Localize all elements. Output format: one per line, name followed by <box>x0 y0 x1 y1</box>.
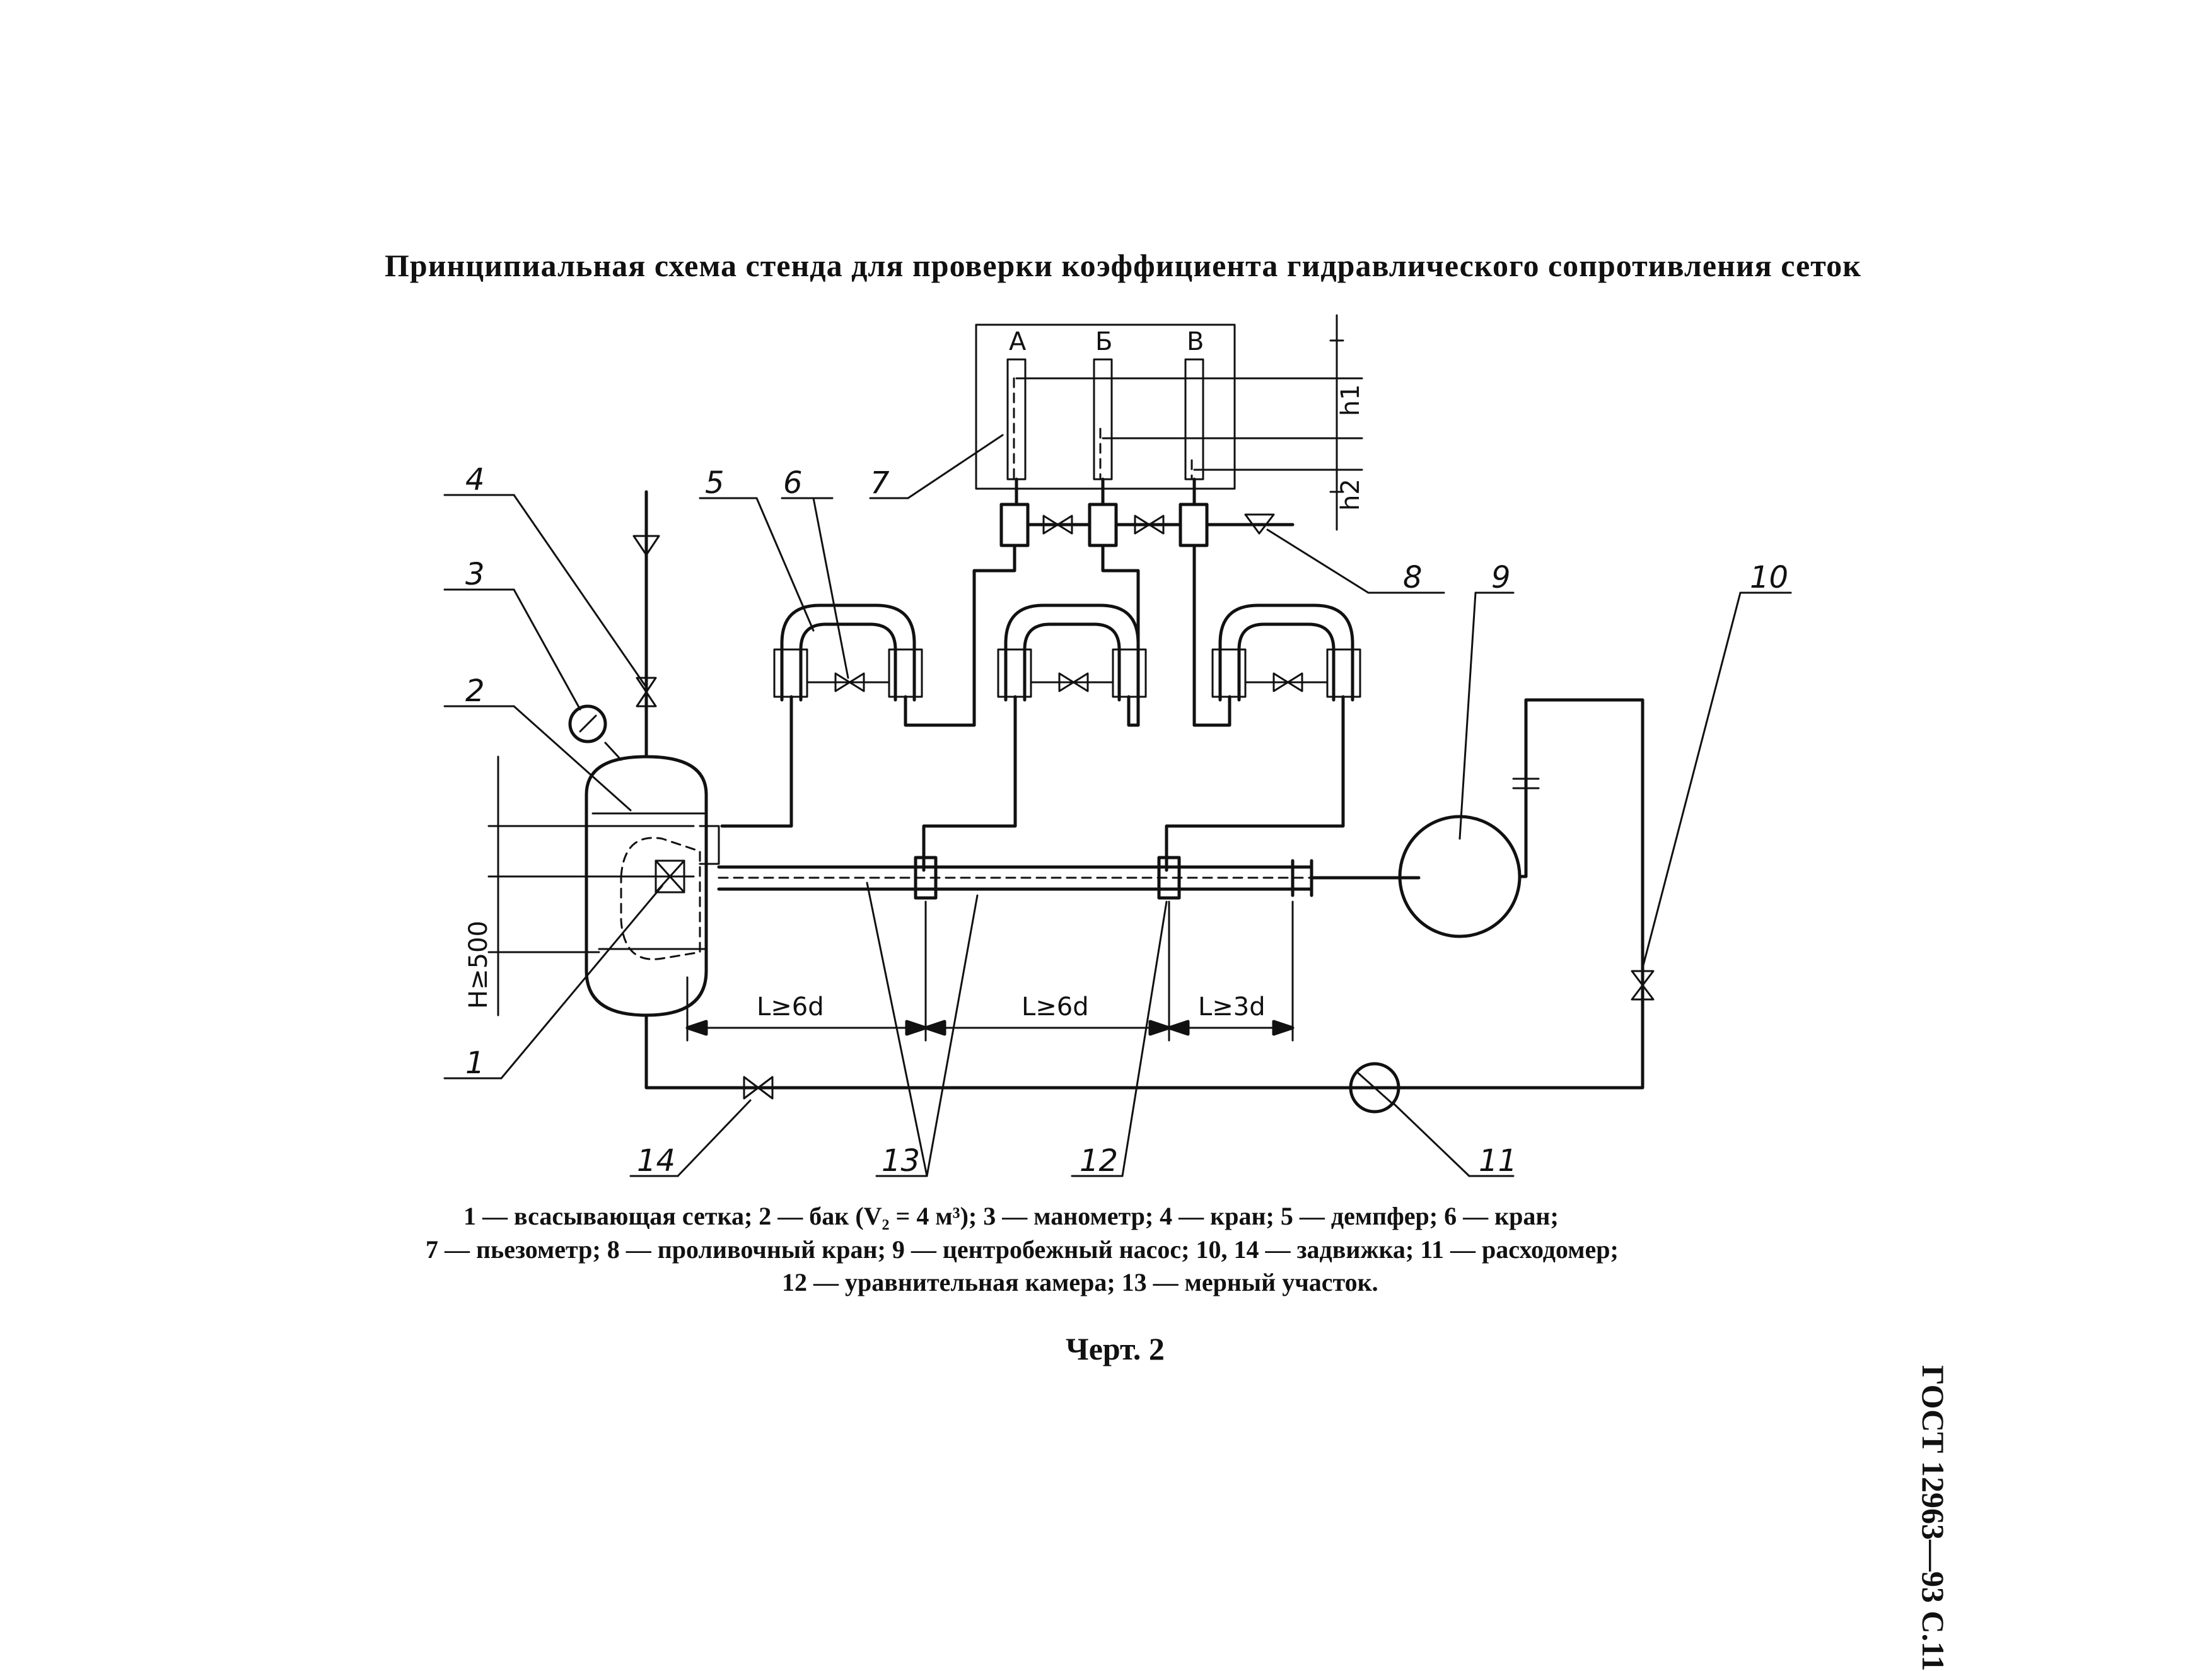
length-dimensions: L≥6d L≥6d L≥3d <box>685 900 1295 1042</box>
callout-3: 3 <box>465 557 485 592</box>
piezometer-label-a: А <box>1009 327 1027 356</box>
centrifugal-pump <box>1398 698 1655 1086</box>
legend-line-1: 1 — всасывающая сетка; 2 — бак (V₂ = 4 м… <box>463 1202 1559 1230</box>
callout-8: 8 <box>1403 560 1423 595</box>
drawing-caption: Черт. 2 <box>1066 1331 1165 1366</box>
callout-2: 2 <box>465 673 485 709</box>
inlet-line <box>632 490 660 759</box>
dimension-h2: h2 <box>1336 479 1365 511</box>
callout-6: 6 <box>783 465 803 501</box>
dimension-l2: L≥6d <box>1022 993 1089 1022</box>
callout-11: 11 <box>1479 1143 1517 1179</box>
callouts: 1 2 3 4 5 6 7 8 9 10 11 12 13 14 <box>465 462 1788 1179</box>
diagram-title: Принципиальная схема стенда для проверки… <box>385 248 1861 283</box>
dimension-l1: L≥6d <box>757 993 824 1022</box>
pressure-gauge <box>568 704 622 761</box>
dimension-l3: L≥3d <box>1198 993 1266 1022</box>
callout-1: 1 <box>465 1045 485 1081</box>
leader-lines <box>443 434 1792 1177</box>
piezometer-label-b: Б <box>1095 327 1112 356</box>
equalizing-chamber <box>914 856 938 900</box>
piezometer-board: А Б В h1 h2 <box>975 314 1365 531</box>
test-stand-schematic: А Б В h1 h2 <box>443 314 1792 1179</box>
drain-valve-icon <box>1244 513 1275 535</box>
valve-icon <box>1134 515 1165 535</box>
valve-icon <box>1042 515 1073 535</box>
tank <box>585 755 720 1017</box>
dimension-height: Н≥500 <box>464 921 493 1009</box>
callout-13: 13 <box>882 1143 920 1179</box>
return-line <box>644 1013 1644 1114</box>
valve-icon <box>636 677 657 707</box>
dimension-h1: h1 <box>1336 384 1365 416</box>
callout-4: 4 <box>465 462 485 498</box>
valve-icon <box>834 672 865 692</box>
flowmeter-icon <box>1349 1062 1400 1114</box>
gate-valve-icon <box>743 1076 774 1100</box>
equalizing-chamber <box>1157 856 1181 900</box>
standard-header: ГОСТ 12963—93 С.11 <box>1916 1365 1951 1671</box>
valve-icon <box>1058 672 1089 692</box>
callout-12: 12 <box>1080 1143 1118 1179</box>
legend-line-2: 7 — пьезометр; 8 — проливочный кран; 9 —… <box>426 1235 1619 1264</box>
measuring-pipe <box>717 856 1421 900</box>
valve-icon <box>1272 672 1303 692</box>
legend-line-3: 12 — уравнительная камера; 13 — мерный у… <box>782 1268 1378 1296</box>
callout-14: 14 <box>637 1143 675 1179</box>
callout-5: 5 <box>705 465 725 501</box>
callout-9: 9 <box>1491 560 1511 595</box>
dampers <box>720 603 1361 872</box>
piezometer-label-v: В <box>1187 327 1204 356</box>
height-dimension: Н≥500 <box>464 755 695 1016</box>
gate-valve-icon <box>1631 970 1655 1001</box>
callout-10: 10 <box>1750 560 1788 595</box>
callout-7: 7 <box>870 465 890 501</box>
